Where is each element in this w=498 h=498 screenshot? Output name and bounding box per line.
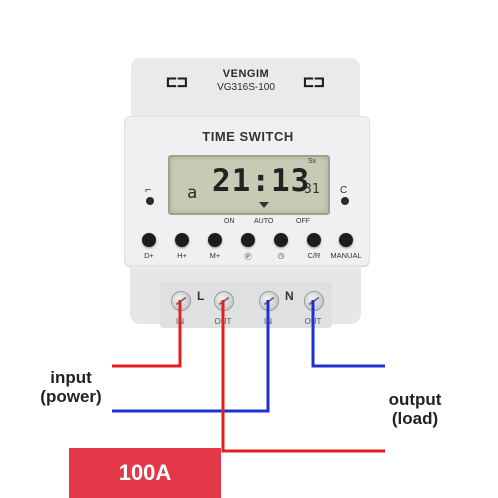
button-m-plus[interactable]: [208, 233, 222, 247]
button-label-manual: MANUAL: [330, 251, 362, 260]
input-label-line1: input: [50, 368, 92, 387]
model-number: VG316S-100: [217, 82, 275, 93]
terminal-label-l: L: [197, 289, 205, 303]
button-clear-recall[interactable]: [307, 233, 321, 247]
input-label-line2: (power): [40, 387, 102, 406]
input-power-label: input (power): [26, 368, 116, 406]
button-label-d-plus: D+: [144, 251, 154, 260]
live-output-wire: [221, 300, 385, 453]
button-program[interactable]: [241, 233, 255, 247]
output-load-label: output (load): [370, 390, 460, 428]
current-rating-badge: 100A: [69, 448, 221, 498]
device-top-housing: [131, 58, 360, 118]
button-d-plus[interactable]: [142, 233, 156, 247]
lcd-marker-icon: [259, 202, 269, 208]
left-bracket-icon: ⊏⊐: [166, 72, 188, 93]
mode-label-off: OFF: [296, 218, 310, 225]
left-indicator-dot: [146, 197, 154, 205]
button-label-m-plus: M+: [209, 251, 221, 260]
lcd-seconds: 31: [304, 182, 320, 197]
lcd-display: [168, 155, 330, 215]
terminal-label-n: N: [285, 289, 294, 303]
right-bracket-icon: ⊏⊐: [303, 72, 325, 93]
panel-title: TIME SWITCH: [202, 129, 294, 144]
neutral-input-wire: [112, 300, 270, 413]
button-h-plus[interactable]: [175, 233, 189, 247]
button-clock[interactable]: [274, 233, 288, 247]
lcd-corner-label: Sx: [308, 158, 317, 165]
lcd-time: 21:13: [212, 163, 311, 199]
switch-symbol-icon: ⌐: [145, 184, 152, 196]
right-indicator-dot: [341, 197, 349, 205]
brand-name: VENGIM: [222, 68, 270, 80]
neutral-output-wire: [311, 300, 385, 368]
output-label-line2: (load): [391, 409, 439, 428]
button-label-clock: ◷: [277, 251, 285, 260]
output-label-line1: output: [388, 390, 442, 409]
button-label-program: Ⓟ: [244, 252, 252, 261]
lcd-day-indicator: a: [187, 183, 198, 203]
button-label-clear-recall: C/R: [307, 251, 321, 260]
button-manual[interactable]: [339, 233, 353, 247]
mode-label-on: ON: [224, 218, 235, 225]
clear-label: C: [340, 185, 348, 196]
mode-label-auto: AUTO: [254, 218, 274, 225]
live-input-wire: [112, 300, 182, 368]
button-label-h-plus: H+: [177, 251, 187, 260]
